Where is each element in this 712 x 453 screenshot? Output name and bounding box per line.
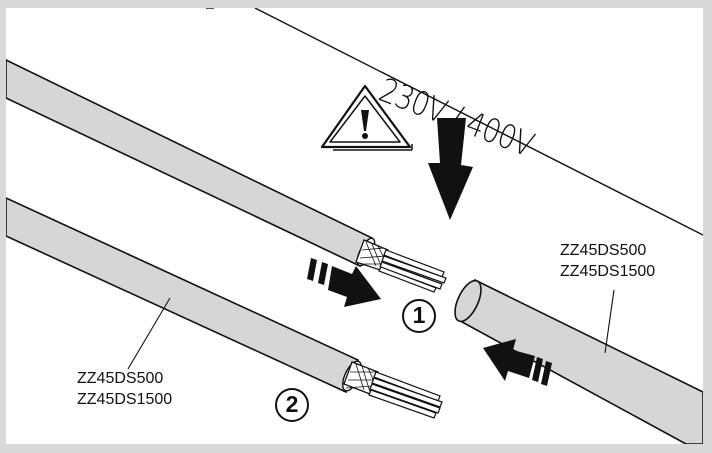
upper-cable: [6, 59, 447, 293]
right-cable-leader: [604, 289, 615, 354]
step-marker-1: 1: [402, 299, 436, 333]
left-cable-label-2: ZZ45DS1500: [77, 391, 173, 408]
lower-cable: [6, 197, 443, 419]
band-top-line: [254, 8, 703, 236]
step-marker-2: 2: [275, 388, 309, 422]
arrow-left-icon: [483, 339, 552, 386]
arrow-right-icon: [307, 258, 381, 307]
warning-triangle-icon: [320, 84, 413, 151]
wiring-diagram: [6, 8, 703, 444]
arrow-down-icon: [428, 118, 473, 220]
right-cable-label-2: ZZ45DS1500: [560, 263, 656, 280]
left-cable-label-1: ZZ45DS500: [77, 370, 164, 387]
right-cable: [454, 278, 703, 444]
illustration-panel: 230V / 400V 1 2 ZZ45DS500 ZZ45DS1500 ZZ4…: [6, 8, 703, 444]
left-cable-leader: [127, 297, 171, 370]
right-cable-label-1: ZZ45DS500: [560, 242, 647, 259]
